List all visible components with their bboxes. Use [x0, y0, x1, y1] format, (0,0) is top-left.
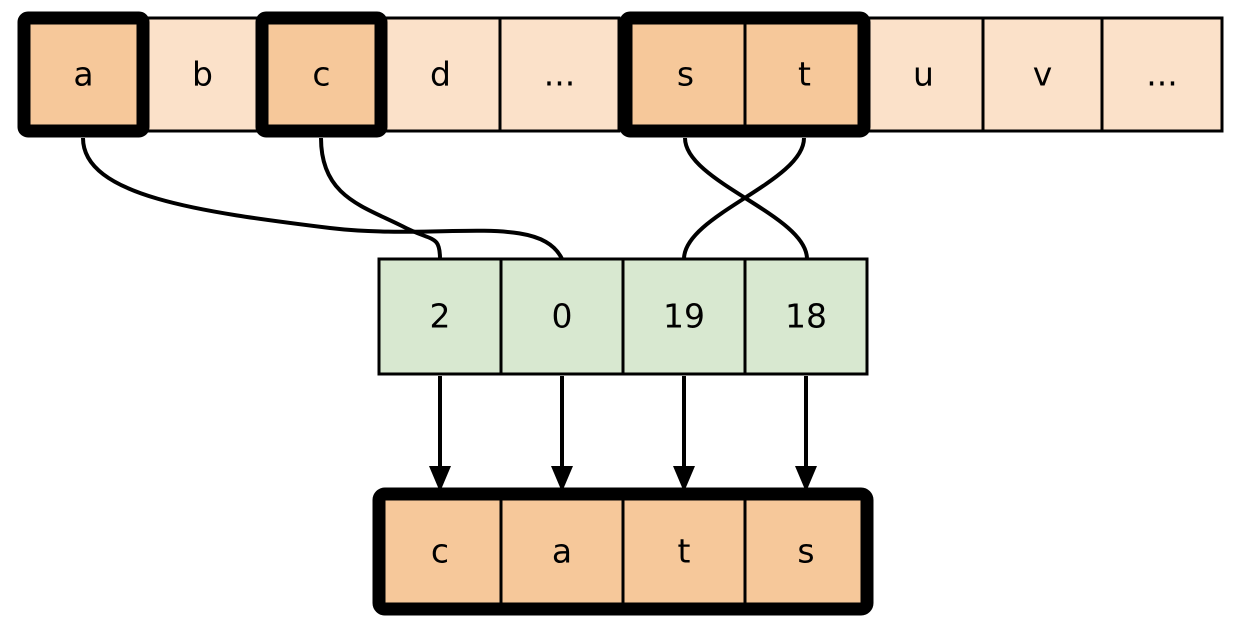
alphabet-cell-5[interactable]: s	[624, 16, 747, 133]
result-cell-1-rect	[499, 492, 625, 611]
index-cell-0-label: 2	[430, 297, 451, 336]
alphabet-cell-1-rect	[141, 16, 264, 133]
result-word: c a t s	[372, 487, 874, 616]
alphabet-cell-8-label: v	[1033, 55, 1053, 94]
alphabet-cell-2-label: c	[312, 55, 330, 94]
alphabet-cell-0-label: a	[73, 55, 93, 94]
result-cell-3-label: s	[797, 532, 814, 571]
alphabet-cell-6-label: t	[798, 55, 811, 94]
alphabet-cell-4-label: ...	[544, 55, 575, 94]
index-cell-3[interactable]: 18	[743, 257, 869, 376]
index-cell-1-label: 0	[552, 297, 573, 336]
result-cell-1-label: a	[552, 532, 572, 571]
highlight-outline-c	[255, 11, 388, 138]
alphabet-cell-3[interactable]: d	[379, 16, 502, 133]
index-array: 2 0 19 18	[377, 257, 869, 376]
highlight-outline-st	[619, 11, 871, 138]
result-cell-0-rect	[377, 492, 503, 611]
alphabet-cell-4[interactable]: ...	[498, 16, 621, 133]
arrow-1	[551, 376, 573, 492]
result-cell-0[interactable]: c	[377, 492, 503, 611]
alphabet-cell-7[interactable]: u	[862, 16, 985, 133]
arrow-group	[429, 376, 817, 492]
index-cell-0[interactable]: 2	[377, 257, 503, 376]
index-cell-3-rect	[743, 257, 869, 376]
connector-a-to-0	[81, 137, 564, 260]
result-cell-3[interactable]: s	[743, 492, 869, 611]
index-cell-1-rect	[499, 257, 625, 376]
arrow-3-head	[795, 466, 817, 492]
alphabet-cell-9-label: ...	[1146, 55, 1177, 94]
arrow-0-head	[429, 466, 451, 492]
alphabet-cell-9[interactable]: ...	[1100, 16, 1224, 133]
connector-group	[81, 137, 809, 260]
result-cell-2-label: t	[678, 532, 691, 571]
arrow-2	[673, 376, 695, 492]
index-cell-1[interactable]: 0	[499, 257, 625, 376]
index-cell-2-rect	[621, 257, 747, 376]
connector-c-to-2	[319, 137, 442, 260]
alphabet-strip: a b c d ...	[17, 11, 1224, 138]
result-cell-0-label: c	[431, 532, 449, 571]
index-cell-0-rect	[377, 257, 503, 376]
result-cell-1[interactable]: a	[499, 492, 625, 611]
result-cell-2[interactable]: t	[621, 492, 747, 611]
result-row-outline	[372, 487, 874, 616]
alphabet-cell-1-label: b	[192, 55, 213, 94]
alphabet-cell-0[interactable]: a	[22, 16, 145, 133]
index-cell-3-label: 18	[785, 297, 827, 336]
index-cell-2[interactable]: 19	[621, 257, 747, 376]
arrow-3	[795, 376, 817, 492]
arrow-1-head	[551, 466, 573, 492]
alphabet-cell-2[interactable]: c	[260, 16, 383, 133]
arrow-2-head	[673, 466, 695, 492]
alphabet-cell-9-rect	[1100, 16, 1224, 133]
arrow-0	[429, 376, 451, 492]
alphabet-cell-4-rect	[498, 16, 621, 133]
alphabet-cell-5-label: s	[677, 55, 694, 94]
alphabet-cell-6[interactable]: t	[743, 16, 866, 133]
alphabet-cell-1[interactable]: b	[141, 16, 264, 133]
index-cell-2-label: 19	[663, 297, 705, 336]
alphabet-cell-7-label: u	[913, 55, 934, 94]
alphabet-cell-3-label: d	[430, 55, 451, 94]
alphabet-cell-8-rect	[981, 16, 1104, 133]
alphabet-cell-8[interactable]: v	[981, 16, 1104, 133]
connector-t-to-19	[682, 137, 806, 260]
highlight-outline-a	[17, 11, 150, 138]
